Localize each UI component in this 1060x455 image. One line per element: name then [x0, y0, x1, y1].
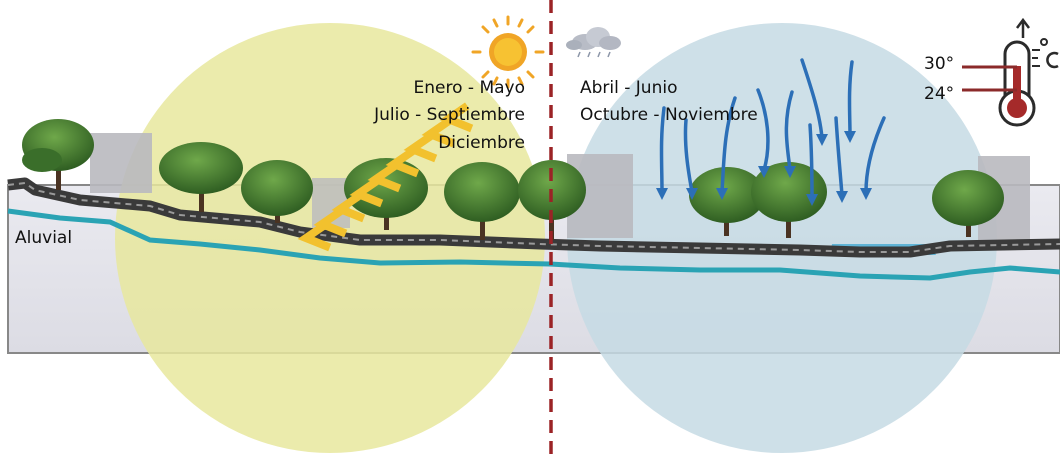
tree-icon — [751, 162, 827, 238]
water-line — [7, 208, 1060, 281]
building — [90, 133, 152, 193]
wet-season-months-2: Octubre - Noviembre — [580, 105, 758, 125]
tree-icon — [444, 162, 520, 240]
wet-season-months-1: Abril - Junio — [580, 78, 678, 98]
dry-season-months-2: Julio - Septiembre — [374, 105, 525, 125]
tree-icon — [22, 119, 94, 190]
thermometer-icon — [998, 17, 1059, 127]
tree-icon — [689, 167, 765, 236]
tree-icon — [159, 142, 243, 212]
wet-season-circle — [567, 23, 997, 453]
soil-type-label: Aluvial — [15, 228, 73, 248]
dry-season-months-1: Enero - Mayo — [413, 78, 525, 98]
tree-icon — [241, 160, 313, 223]
rain-arrow-icon — [656, 131, 872, 206]
temperature-low-label: 24° — [924, 84, 955, 104]
temperature-high-label: 30° — [924, 54, 955, 74]
tree-icon — [932, 170, 1004, 237]
sun-icon — [471, 15, 545, 89]
rain-arrow-icon — [659, 58, 886, 200]
heat-arrow-icon — [297, 102, 474, 252]
cloud-icon — [566, 27, 621, 58]
dry-season-months-3: Diciembre — [438, 133, 525, 153]
